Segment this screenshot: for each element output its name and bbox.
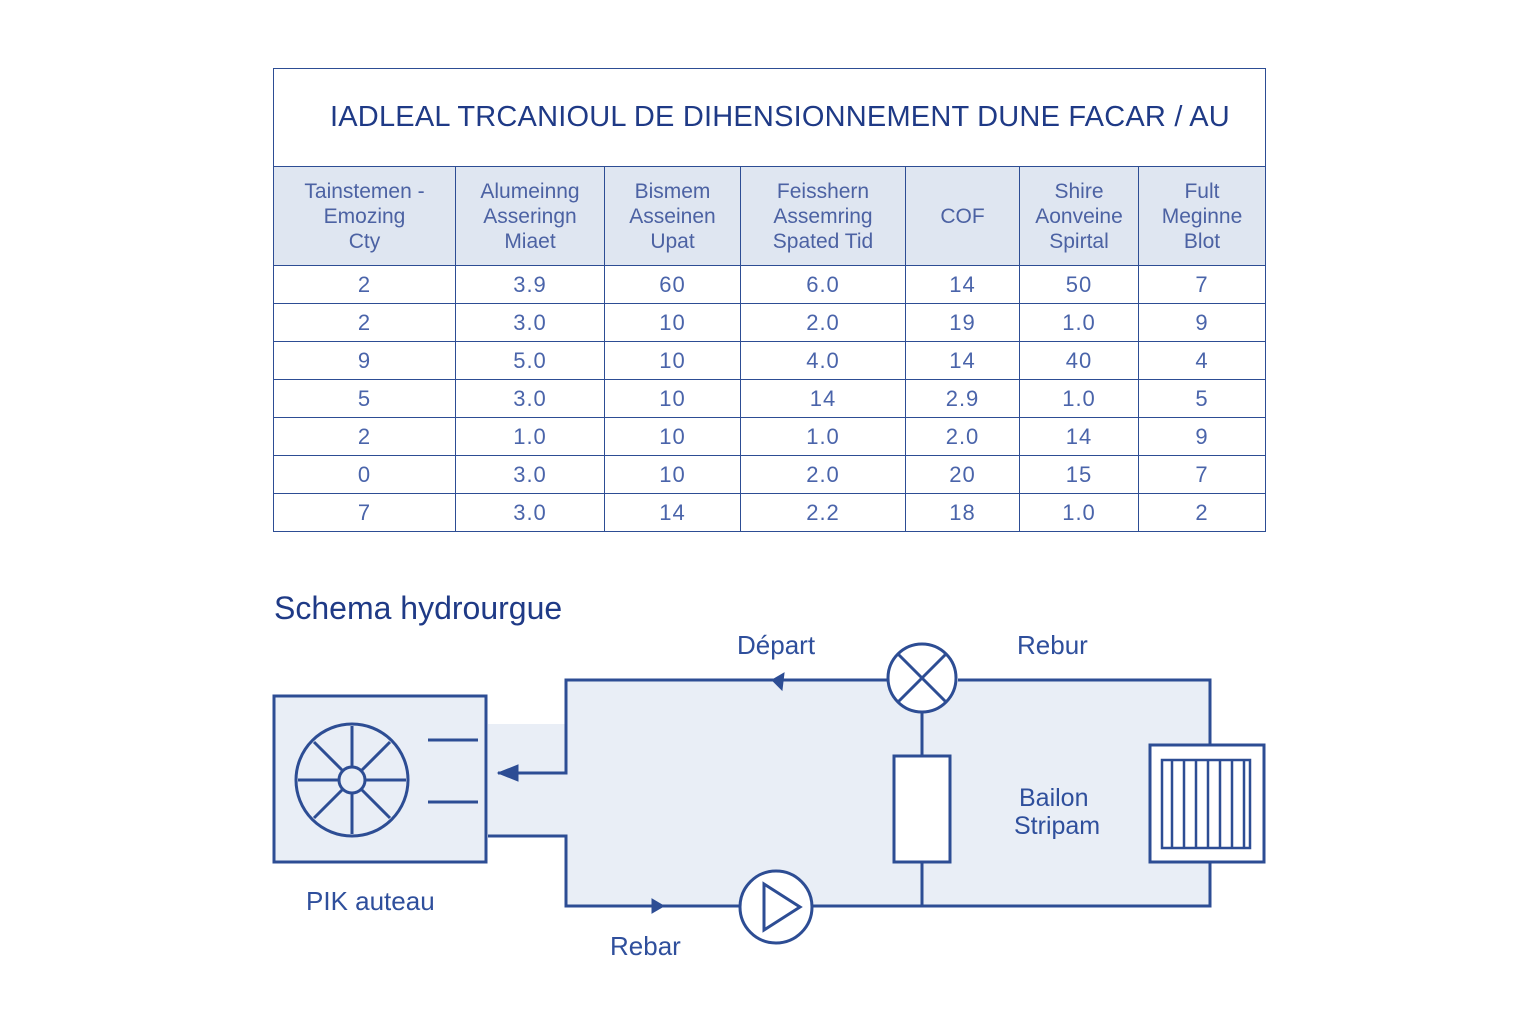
table-cell: 4 — [1138, 341, 1266, 380]
table-cell: 2 — [1138, 493, 1266, 532]
table-cell: 20 — [905, 455, 1020, 494]
table-cell: 18 — [905, 493, 1020, 532]
table-cell: 1.0 — [1019, 493, 1139, 532]
label-bailon: Bailon — [1019, 784, 1089, 812]
column-header-cof: COF — [905, 166, 1020, 266]
table-cell: 3.9 — [455, 265, 605, 304]
arrow-left-icon — [771, 672, 785, 692]
table-cell: 7 — [1138, 455, 1266, 494]
table-cell: 14 — [905, 341, 1020, 380]
fan-icon — [294, 722, 410, 838]
table-cell: 40 — [1019, 341, 1139, 380]
label-depart: Départ — [737, 630, 816, 660]
supply-pipe — [498, 678, 888, 775]
arrow-right-icon — [651, 898, 665, 914]
outdoor-unit — [272, 694, 488, 864]
table-cell: 10 — [604, 379, 741, 418]
label-rebur: Rebur — [1017, 630, 1088, 660]
radiator-icon — [1148, 743, 1266, 864]
table-cell: 60 — [604, 265, 741, 304]
table-cell: 15 — [1019, 455, 1139, 494]
table-cell: 6.0 — [740, 265, 906, 304]
table-cell: 2.0 — [740, 455, 906, 494]
loop-fill — [488, 680, 1210, 906]
table-cell: 7 — [1138, 265, 1266, 304]
table-cell: 10 — [604, 455, 741, 494]
table-cell: 5 — [273, 379, 456, 418]
tank-icon — [892, 754, 952, 864]
table-cell: 5 — [1138, 379, 1266, 418]
table-cell: 19 — [905, 303, 1020, 342]
table-cell: 2.9 — [905, 379, 1020, 418]
table-cell: 10 — [604, 417, 741, 456]
table-cell: 10 — [604, 341, 741, 380]
table-cell: 14 — [1019, 417, 1139, 456]
table-cell: 2 — [273, 303, 456, 342]
table-cell: 1.0 — [1019, 379, 1139, 418]
table-cell: 9 — [1138, 303, 1266, 342]
table-cell: 1.0 — [740, 417, 906, 456]
table-cell: 1.0 — [1019, 303, 1139, 342]
table-cell: 2 — [273, 265, 456, 304]
table-cell: 2 — [273, 417, 456, 456]
sizing-table: IADLEAL TRCANIOUL DE DIHENSIONNEMENT DUN… — [273, 68, 1266, 532]
table-cell: 9 — [273, 341, 456, 380]
table-cell: 3.0 — [455, 379, 605, 418]
table-cell: 0 — [273, 455, 456, 494]
table-cell: 3.0 — [455, 303, 605, 342]
return-pipe-right — [812, 862, 1212, 908]
table-cell: 14 — [604, 493, 741, 532]
table-cell: 1.0 — [455, 417, 605, 456]
table-cell: 4.0 — [740, 341, 906, 380]
pump-icon — [738, 869, 814, 945]
schema-title: Schema hydrourgue — [274, 590, 563, 626]
table-cell: 2.2 — [740, 493, 906, 532]
table-cell: 9 — [1138, 417, 1266, 456]
label-outdoor-unit: PIK auteau — [306, 886, 435, 916]
table-cell: 14 — [740, 379, 906, 418]
table-cell: 7 — [273, 493, 456, 532]
table-cell: 3.0 — [455, 455, 605, 494]
supply-pipe-right — [958, 678, 1212, 745]
label-rebar: Rebar — [610, 931, 681, 961]
table-cell: 3.0 — [455, 493, 605, 532]
mixing-valve-icon — [886, 642, 958, 714]
label-stripam: Stripam — [1014, 812, 1100, 840]
